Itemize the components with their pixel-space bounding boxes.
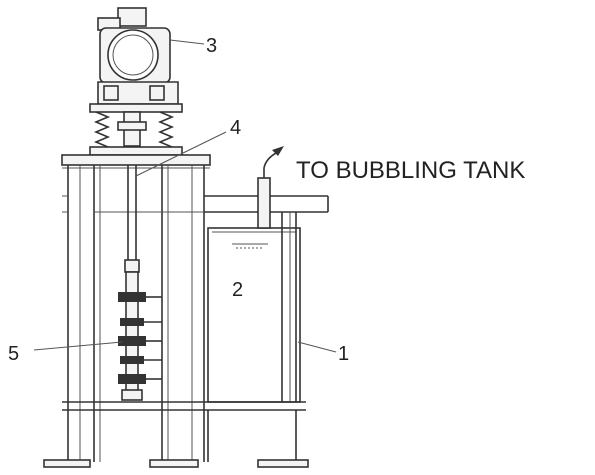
leader-line-5: [33, 341, 123, 351]
outlet-pipe-body: [257, 177, 271, 229]
pipe-destination-label: TO BUBBLING TANK: [296, 157, 525, 184]
part-label-4: 4: [230, 117, 241, 139]
outlet-pipe: [257, 146, 284, 229]
horizontal-beam: [62, 195, 329, 213]
spring-right: [157, 111, 175, 148]
vessel-body: [207, 227, 301, 403]
foot-pad-2: [149, 459, 199, 468]
motor-end-ring: [112, 34, 154, 76]
top-plate: [61, 154, 211, 166]
impeller-4: [120, 356, 144, 364]
foot-pad-1: [43, 459, 91, 468]
part-label-5: 5: [8, 343, 19, 365]
shaft-coupling: [124, 259, 140, 273]
foot-pad-3: [257, 459, 309, 468]
motor-mount-plate: [89, 103, 183, 113]
spring-base-plate: [89, 146, 183, 156]
motor-foot-left: [103, 85, 119, 101]
motor-foot-right: [149, 85, 165, 101]
impeller-2: [120, 318, 144, 326]
outlet-pipe-curve: [263, 151, 279, 178]
impeller-5: [118, 374, 146, 384]
motor-end-cap: [107, 29, 159, 81]
spring-mount: [89, 111, 183, 156]
motor-terminal-box: [117, 7, 147, 27]
stirrer-tip: [121, 389, 143, 401]
spring-left: [93, 111, 111, 148]
shaft: [124, 165, 140, 273]
impeller-3: [118, 336, 146, 346]
stirrer: [118, 271, 162, 401]
base: [43, 401, 309, 468]
motor: [89, 7, 183, 113]
impeller-1: [118, 292, 146, 302]
part-label-1: 1: [338, 343, 349, 365]
coupling-flange: [117, 121, 147, 131]
support-frame: [67, 165, 205, 462]
part-label-3: 3: [206, 35, 217, 57]
leader-line-4: [135, 131, 227, 177]
leader-line-3: [169, 39, 205, 45]
vessel: [207, 212, 301, 403]
part-label-2: 2: [232, 279, 243, 301]
outlet-arrowhead: [272, 146, 284, 156]
leader-line-1: [297, 341, 337, 353]
